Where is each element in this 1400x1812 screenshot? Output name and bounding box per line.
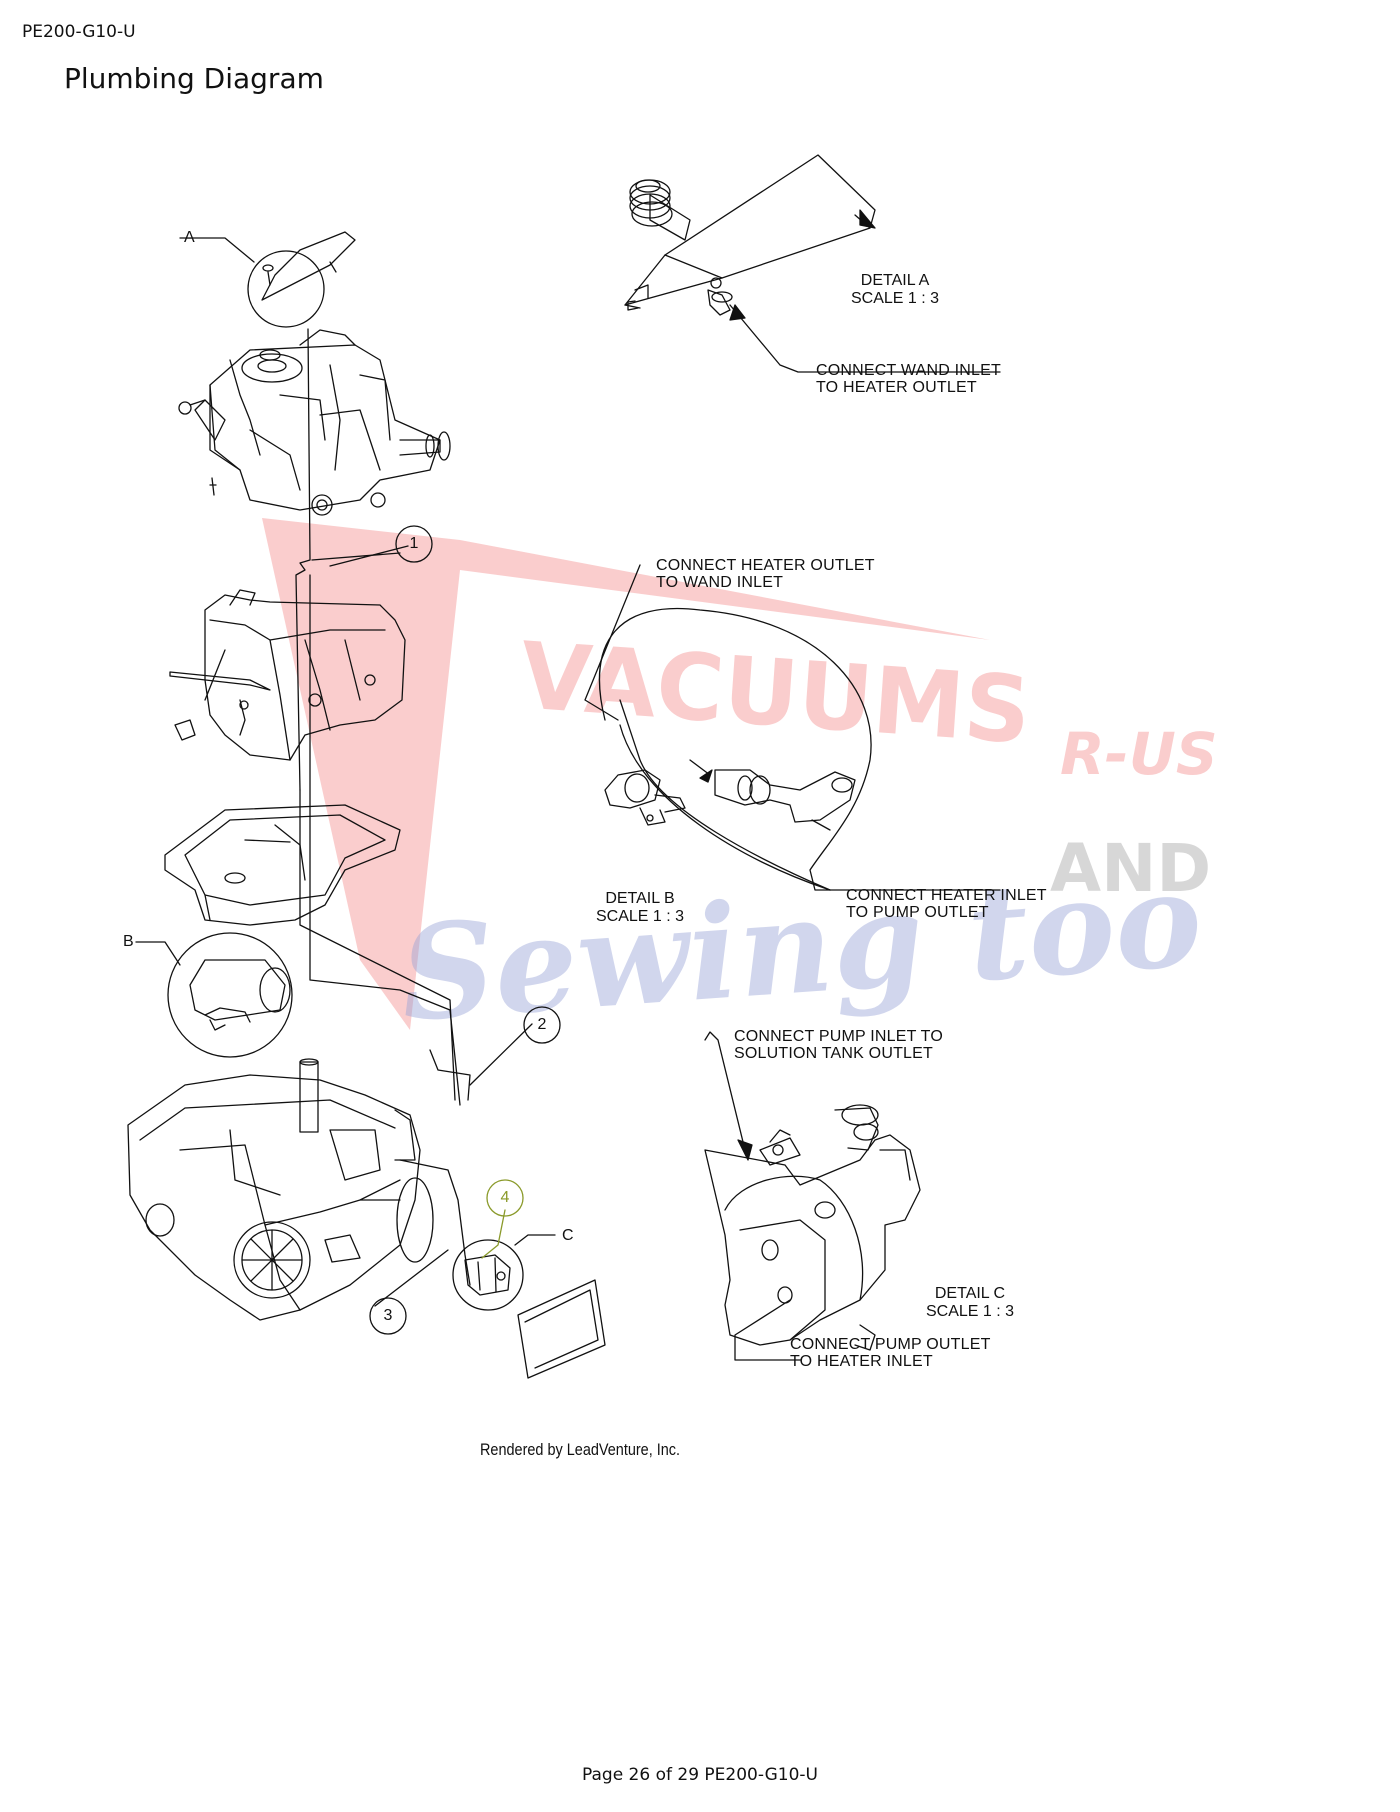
detail-letter-b: B [123,933,134,950]
detail-b-drawing [584,564,1001,891]
note-heater-inlet: CONNECT HEATER INLET TO PUMP OUTLET [846,887,1047,921]
detail-a-circle [179,231,356,328]
callout-leaders [329,545,533,1307]
detail-a-drawing [624,154,1001,373]
note-wand-inlet: CONNECT WAND INLET TO HEATER OUTLET [816,362,1001,396]
detail-letter-c: C [562,1227,574,1244]
hose-1 [295,328,461,1106]
detail-c-circle [452,1234,606,1379]
callout-circles [369,525,561,1335]
detail-letter-a: A [184,229,195,246]
note-pump-inlet: CONNECT PUMP INLET TO SOLUTION TANK OUTL… [734,1028,943,1062]
tank-tray [164,804,401,926]
hose-2 [299,789,471,1101]
page-footer: Page 26 of 29 PE200-G10-U [582,1765,818,1785]
callout-4: 4 [500,1189,510,1206]
recovery-tank-lid-assembly [178,329,451,516]
detail-b-circle [135,932,293,1058]
hose-4 [481,1209,506,1259]
note-heater-outlet: CONNECT HEATER OUTLET TO WAND INLET [656,557,875,591]
note-pump-outlet: CONNECT PUMP OUTLET TO HEATER INLET [790,1336,991,1370]
solution-tank [169,589,406,761]
callout-2: 2 [537,1016,547,1033]
document-id: PE200-G10-U [22,22,136,42]
rendered-by-credit: Rendered by LeadVenture, Inc. [480,1440,681,1459]
detail-c-drawing [704,1031,921,1361]
machine-base [127,1058,434,1321]
hose-3 [399,1159,471,1286]
callout-3: 3 [383,1307,393,1324]
page-title: Plumbing Diagram [64,62,324,95]
callout-1: 1 [409,535,419,552]
